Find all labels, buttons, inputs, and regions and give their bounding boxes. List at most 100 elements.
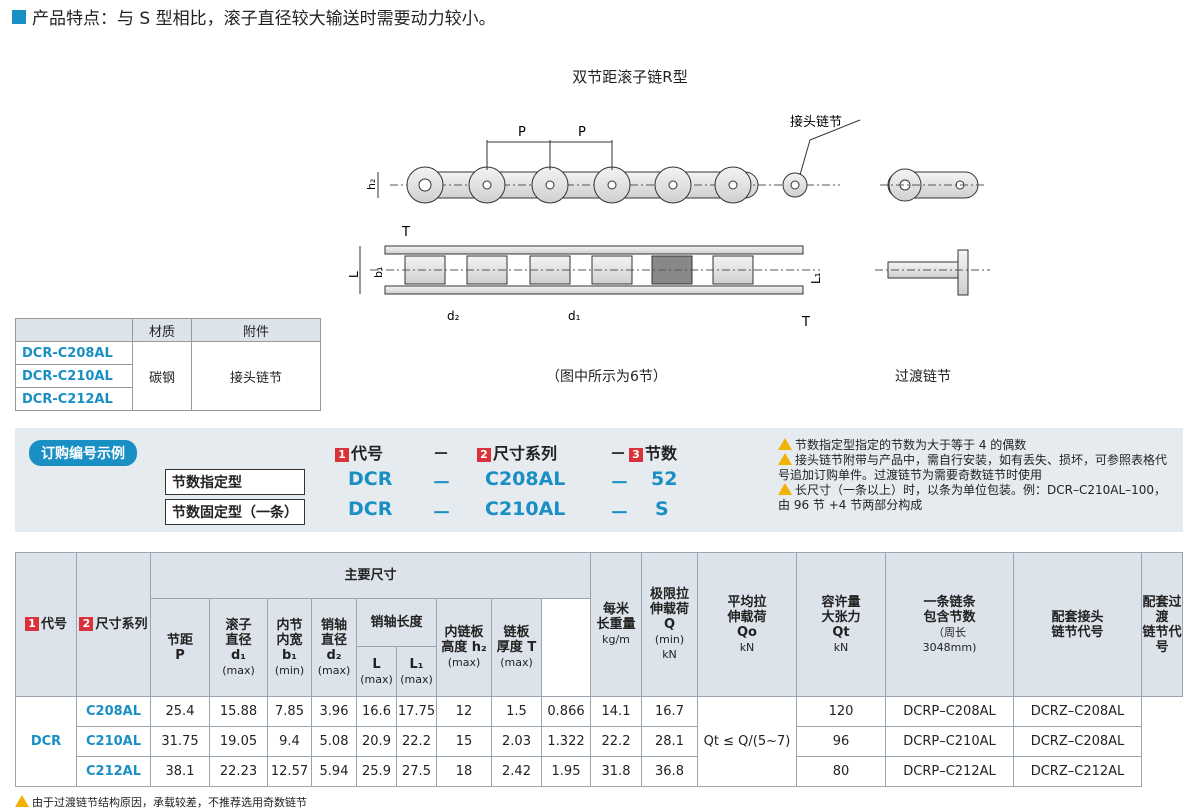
td-h2: 12	[436, 696, 492, 727]
th-l-l2: (max)	[360, 672, 393, 686]
th-size-text: 尺寸系列	[95, 617, 148, 632]
th-links-l2: 包含节数	[923, 609, 976, 625]
th-qo-l3: Qo	[737, 624, 757, 640]
label-d1: d₁	[568, 309, 581, 323]
order-dash: －	[432, 472, 452, 494]
th-q-l4: (min)	[654, 633, 685, 646]
order-dash: －	[433, 444, 450, 463]
td-qo: 28.1	[641, 726, 698, 757]
td-qt: Qt ≤ Q/(5~7)	[697, 696, 797, 787]
td-d2: 3.96	[311, 696, 357, 727]
th-l1-l1: L₁	[409, 656, 424, 672]
th-trans: 配套过渡链节代号	[1141, 552, 1183, 697]
td-l1: 22.2	[396, 726, 437, 757]
th-weight-l1: 每米	[602, 602, 629, 617]
warning-icon	[778, 438, 792, 450]
td-b1: 9.4	[267, 726, 312, 757]
label-l1: L₁	[809, 272, 823, 284]
mat-code: DCR-C212AL	[15, 387, 133, 411]
order-dash: －	[610, 444, 627, 463]
td-joint: DCRP–C212AL	[885, 756, 1014, 787]
th-trans-l2: 链节代号	[1142, 624, 1182, 655]
td-w: 1.322	[541, 726, 591, 757]
th-pin-l1: 销轴	[320, 617, 347, 633]
th-roller-l3: d₁	[231, 647, 246, 663]
td-w: 1.95	[541, 756, 591, 787]
label-t: T	[401, 225, 410, 240]
th-links-l3: （周长	[933, 625, 966, 639]
mat-code: DCR-C210AL	[15, 364, 133, 388]
td-h2: 15	[436, 726, 492, 757]
th-qt-unit: kN	[833, 640, 849, 654]
td-l: 25.9	[356, 756, 397, 787]
td-trans: DCRZ–C212AL	[1013, 756, 1142, 787]
td-d2: 5.94	[311, 756, 357, 787]
label-joint: 接头链节	[790, 114, 842, 130]
th-roller-l4: (max)	[222, 663, 255, 677]
mat-header-blank	[15, 318, 133, 342]
th-roller-l2: 直径	[225, 632, 252, 648]
order-size-2: C210AL	[485, 498, 566, 520]
th-qt-l1: 容许量	[821, 594, 861, 610]
td-q: 31.8	[590, 756, 642, 787]
th-code-text: 代号	[40, 617, 67, 632]
td-t: 2.03	[491, 726, 542, 757]
th-qo-l1: 平均拉	[727, 594, 767, 610]
order-code-1: DCR	[348, 468, 393, 490]
td-t: 2.42	[491, 756, 542, 787]
label-d2: d₂	[447, 309, 460, 323]
td-trans: DCRZ–C208AL	[1013, 726, 1142, 757]
td-p: 25.4	[150, 696, 210, 727]
th-pitch-l2: P	[175, 647, 185, 663]
td-p: 38.1	[150, 756, 210, 787]
th-pin-l2: 直径	[320, 632, 347, 648]
order-col1-label: 代号	[351, 444, 384, 463]
order-count-1: 52	[651, 468, 678, 490]
th-pin-l4: (max)	[317, 663, 351, 677]
mat-accessory: 接头链节	[191, 341, 321, 411]
th-trans-l1: 配套过渡	[1142, 594, 1182, 625]
material-table: 材质 附件 DCR-C208AL 碳钢 接头链节 DCR-C210AL DCR-…	[15, 318, 321, 411]
td-d1: 22.23	[209, 756, 268, 787]
label-t2: T	[801, 315, 810, 330]
order-type-2: 节数固定型（一条）	[165, 499, 305, 525]
th-platet: 链板厚度 T(max)	[491, 598, 542, 697]
footnote-text: 由于过渡链节结构原因，承载较差，不推荐选用奇数链节	[32, 796, 307, 809]
th-inner-l1: 内节	[276, 617, 303, 633]
chain-end-view	[880, 168, 985, 202]
th-pinlen: 销轴长度	[356, 598, 437, 647]
td-q: 22.2	[590, 726, 642, 757]
th-plateh-l2: 高度 h₂	[441, 640, 487, 655]
chain-side-view: P P h₂ 接头链节	[365, 114, 861, 204]
td-series-code: DCR	[15, 696, 77, 787]
td-p: 31.75	[150, 726, 210, 757]
td-d2: 5.08	[311, 726, 357, 757]
footnote: 由于过渡链节结构原因，承载较差，不推荐选用奇数链节	[15, 794, 307, 810]
label-l: L	[347, 271, 361, 278]
warning-icon	[15, 795, 29, 807]
th-q-l3: Q	[663, 617, 676, 632]
th-links-l1: 一条链条	[923, 594, 976, 610]
th-qt-l3: Qt	[832, 624, 850, 640]
th-q-l1: 极限拉	[649, 587, 689, 602]
td-links: 80	[796, 756, 886, 787]
feature-line: 产品特点：与 S 型相比，滚子直径较大输送时需要动力较小。	[12, 4, 496, 29]
order-note: 节数指定型指定的节数为大于等于 4 的偶数	[778, 438, 1178, 453]
th-platet-l3: (max)	[500, 656, 533, 669]
td-trans: DCRZ–C208AL	[1013, 696, 1142, 727]
warning-icon	[778, 483, 792, 495]
mat-code: DCR-C208AL	[15, 341, 133, 365]
mat-header-material: 材质	[132, 318, 192, 342]
td-links: 96	[796, 726, 886, 757]
label-b1: b₁	[372, 267, 385, 278]
feature-text: 产品特点：与 S 型相比，滚子直径较大输送时需要动力较小。	[32, 9, 496, 29]
td-q: 14.1	[590, 696, 642, 727]
